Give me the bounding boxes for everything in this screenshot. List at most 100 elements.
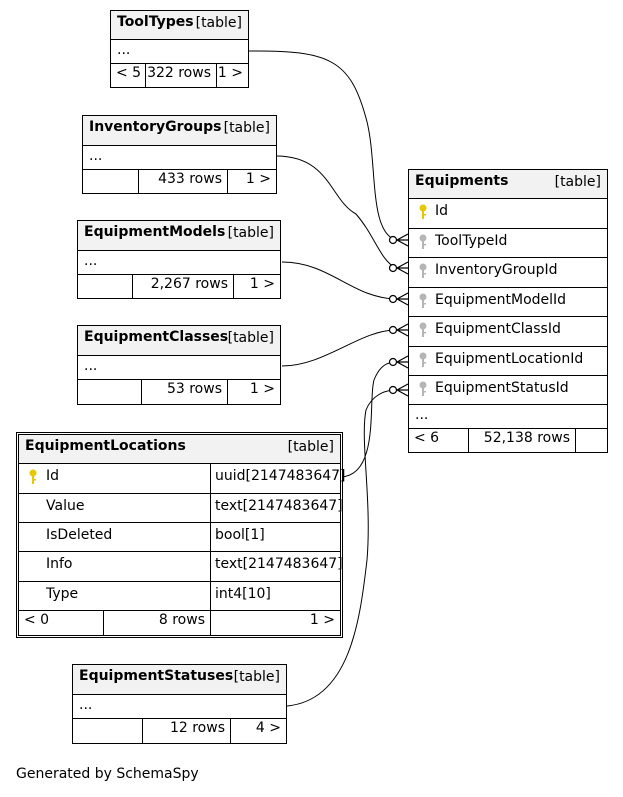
table-header: InventoryGroups [table] xyxy=(83,116,276,146)
children-count[interactable]: 1 > xyxy=(249,381,275,397)
table-equipments[interactable]: Equipments [table] Id ToolTypeId Invento… xyxy=(408,169,608,453)
column-row[interactable]: Type int4[10] xyxy=(19,582,340,611)
row-count: 52,138 rows xyxy=(483,430,570,446)
table-kind: [table] xyxy=(223,120,270,136)
row-count: 2,267 rows xyxy=(150,276,228,292)
children-count[interactable]: 1 > xyxy=(249,276,275,292)
row-count: 12 rows xyxy=(169,720,225,736)
table-equipmentmodels[interactable]: EquipmentModels [table] ... 2,267 rows 1… xyxy=(77,220,281,299)
ellipsis-row: ... xyxy=(78,356,280,380)
ellipsis-row: ... xyxy=(78,251,280,275)
footer-row: 53 rows 1 > xyxy=(78,380,280,404)
table-header: Equipments [table] xyxy=(409,170,607,199)
column-name: InventoryGroupId xyxy=(435,262,558,278)
row-count: 8 rows xyxy=(158,612,205,628)
column-type: text[2147483647] xyxy=(215,556,343,572)
foreign-key-icon xyxy=(419,263,427,278)
edge-equipmentclasses-equipments xyxy=(281,329,397,367)
children-count[interactable]: 4 > xyxy=(255,720,281,736)
primary-key-icon xyxy=(419,204,427,219)
children-count[interactable]: 1 > xyxy=(217,65,243,81)
footer-row: < 5 322 rows 1 > xyxy=(111,64,248,87)
table-equipmentlocations[interactable]: EquipmentLocations [table] Id uuid[21474… xyxy=(16,432,346,638)
column-type: bool[1] xyxy=(215,527,265,543)
column-type: text[2147483647] xyxy=(215,498,343,514)
edge-inventorygroups-equipments xyxy=(275,155,397,269)
footer-row: 2,267 rows 1 > xyxy=(78,275,280,298)
table-name[interactable]: EquipmentModels xyxy=(84,224,226,240)
column-name: EquipmentLocationId xyxy=(435,351,584,367)
column-name: ToolTypeId xyxy=(435,233,508,249)
table-name[interactable]: EquipmentClasses xyxy=(84,329,229,345)
table-name[interactable]: EquipmentStatuses xyxy=(79,668,234,684)
ellipsis-row: ... xyxy=(111,40,248,64)
table-name[interactable]: Equipments xyxy=(415,173,509,189)
table-kind: [table] xyxy=(554,174,601,190)
column-row[interactable]: IsDeleted bool[1] xyxy=(19,523,340,552)
column-row[interactable]: EquipmentLocationId xyxy=(409,347,607,376)
footer-row: < 0 8 rows 1 > xyxy=(19,611,340,635)
table-header: EquipmentClasses [table] xyxy=(78,326,280,356)
column-row[interactable]: Id uuid[2147483647] xyxy=(19,464,346,494)
column-name: Type xyxy=(46,586,79,602)
edge-equipmentmodels-equipments xyxy=(281,261,397,300)
parents-count[interactable]: < 6 xyxy=(414,430,440,446)
table-inventorygroups[interactable]: InventoryGroups [table] ... 433 rows 1 > xyxy=(82,115,277,194)
table-kind: [table] xyxy=(227,225,274,241)
foreign-key-icon xyxy=(419,381,427,396)
column-row[interactable]: ToolTypeId xyxy=(409,229,607,258)
table-header: EquipmentStatuses [table] xyxy=(73,665,286,695)
table-kind: [table] xyxy=(195,15,242,31)
table-header: EquipmentLocations [table] xyxy=(19,435,340,464)
children-count[interactable]: 1 > xyxy=(245,171,271,187)
column-name: IsDeleted xyxy=(46,527,113,543)
edge-equipmentstatuses-equipments xyxy=(286,389,397,707)
children-count[interactable]: 1 > xyxy=(309,612,335,628)
column-row[interactable]: EquipmentClassId xyxy=(409,317,607,347)
row-count: 53 rows xyxy=(166,381,222,397)
row-count: 322 rows xyxy=(147,65,211,81)
ellipsis-row: ... xyxy=(83,146,276,170)
row-count: 433 rows xyxy=(158,171,222,187)
column-row[interactable]: InventoryGroupId xyxy=(409,258,607,288)
table-kind: [table] xyxy=(227,330,274,346)
footer-row: 433 rows 1 > xyxy=(83,170,276,193)
foreign-key-icon xyxy=(419,322,427,337)
column-row[interactable]: Info text[2147483647] xyxy=(19,552,343,582)
table-header: EquipmentModels [table] xyxy=(78,221,280,251)
parents-count[interactable]: < 0 xyxy=(24,612,50,628)
footer-row: < 6 52,138 rows xyxy=(409,429,607,452)
ellipsis-row: ... xyxy=(409,405,607,429)
table-kind: [table] xyxy=(233,669,280,685)
primary-key-icon xyxy=(29,469,37,484)
table-kind: [table] xyxy=(287,439,334,455)
table-name[interactable]: ToolTypes xyxy=(117,14,194,30)
column-type: uuid[2147483647] xyxy=(215,468,346,484)
column-row[interactable]: Id xyxy=(409,199,607,229)
foreign-key-icon xyxy=(419,234,427,249)
edge-tooltypes-equipments xyxy=(247,50,397,241)
column-name: EquipmentClassId xyxy=(435,321,561,337)
column-name: Id xyxy=(435,203,449,219)
column-name: Info xyxy=(46,556,73,572)
parents-count[interactable]: < 5 xyxy=(116,65,142,81)
table-name[interactable]: InventoryGroups xyxy=(89,119,222,135)
table-tooltypes[interactable]: ToolTypes [table] ... < 5 322 rows 1 > xyxy=(110,10,249,88)
generated-by-label: Generated by SchemaSpy xyxy=(16,766,199,782)
edge-equipmentlocations-equipments xyxy=(340,361,397,478)
column-row[interactable]: EquipmentModelId xyxy=(409,288,607,317)
column-name: Id xyxy=(46,468,60,484)
table-header: ToolTypes [table] xyxy=(111,11,248,40)
column-name: EquipmentModelId xyxy=(435,292,567,308)
table-name[interactable]: EquipmentLocations xyxy=(25,438,186,454)
foreign-key-icon xyxy=(419,293,427,308)
table-equipmentstatuses[interactable]: EquipmentStatuses [table] ... 12 rows 4 … xyxy=(72,664,287,744)
column-name: Value xyxy=(46,498,85,514)
table-equipmentclasses[interactable]: EquipmentClasses [table] ... 53 rows 1 > xyxy=(77,325,281,405)
ellipsis-row: ... xyxy=(73,695,286,719)
column-type: int4[10] xyxy=(215,586,271,602)
column-row[interactable]: EquipmentStatusId xyxy=(409,376,607,405)
column-name: EquipmentStatusId xyxy=(435,380,569,396)
column-row[interactable]: Value text[2147483647] xyxy=(19,494,343,523)
